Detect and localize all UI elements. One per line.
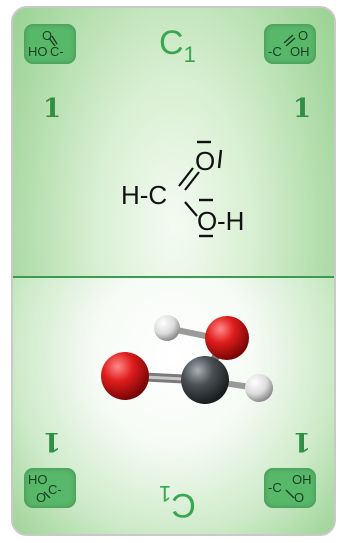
- badge-ho: HO: [28, 472, 48, 487]
- carboxyl-group-icon: O HO C-: [28, 28, 64, 59]
- formula-h-right: -H: [217, 206, 244, 236]
- card-count-bottom-right: 1: [293, 426, 312, 456]
- carboxyl-badge-bottom-left: HO O C-: [24, 468, 76, 508]
- badge-oh: OH: [292, 472, 312, 487]
- formula-o-top: O: [195, 146, 215, 176]
- badge-c: -C: [268, 44, 282, 59]
- badge-c: C-: [50, 44, 64, 59]
- badge-c: -C: [268, 480, 282, 495]
- card-count-top-left: 1: [43, 94, 62, 124]
- atom-oxygen-hydroxyl: [205, 316, 249, 360]
- card-title-top: C1: [159, 26, 196, 72]
- carboxyl-badge-top-right: O -C OH: [264, 24, 316, 64]
- formula-h-c: H-C: [121, 180, 167, 210]
- card-count-top-right: 1: [293, 94, 312, 124]
- carboxyl-badge-bottom-right: -C OH O: [264, 468, 316, 508]
- card-divider: [13, 276, 334, 278]
- formic-acid-card[interactable]: O HO C- O -C OH HO O C-: [11, 6, 336, 536]
- ball-and-stick-model: [101, 315, 273, 404]
- carboxyl-badge-top-left: O HO C-: [24, 24, 76, 64]
- atom-hydrogen-top: [154, 315, 180, 341]
- badge-oh: OH: [290, 44, 310, 59]
- carboxyl-group-icon: -C OH O: [268, 472, 312, 505]
- badge-o-bottom: O: [294, 490, 304, 505]
- structural-formula: H-C O O -H: [121, 140, 244, 238]
- atom-carbon: [181, 356, 229, 404]
- badge-c: C-: [48, 482, 62, 497]
- card-title-bottom: C1: [159, 476, 196, 524]
- title-letter: C: [171, 486, 196, 524]
- badge-ho: HO: [28, 44, 48, 59]
- atom-oxygen-carbonyl: [101, 352, 149, 400]
- badge-o-top: O: [42, 28, 52, 43]
- title-subscript: 1: [183, 42, 196, 67]
- atom-hydrogen-right: [245, 374, 273, 402]
- formula-o-right: O: [197, 206, 217, 236]
- carboxyl-group-icon: O -C OH: [268, 28, 310, 59]
- badge-o-top: O: [298, 28, 308, 43]
- title-subscript: 1: [159, 481, 172, 506]
- title-letter: C: [159, 24, 184, 62]
- card-count-bottom-left: 1: [43, 426, 62, 456]
- carboxyl-group-icon: HO O C-: [28, 472, 62, 505]
- badge-o-bottom: O: [36, 490, 46, 505]
